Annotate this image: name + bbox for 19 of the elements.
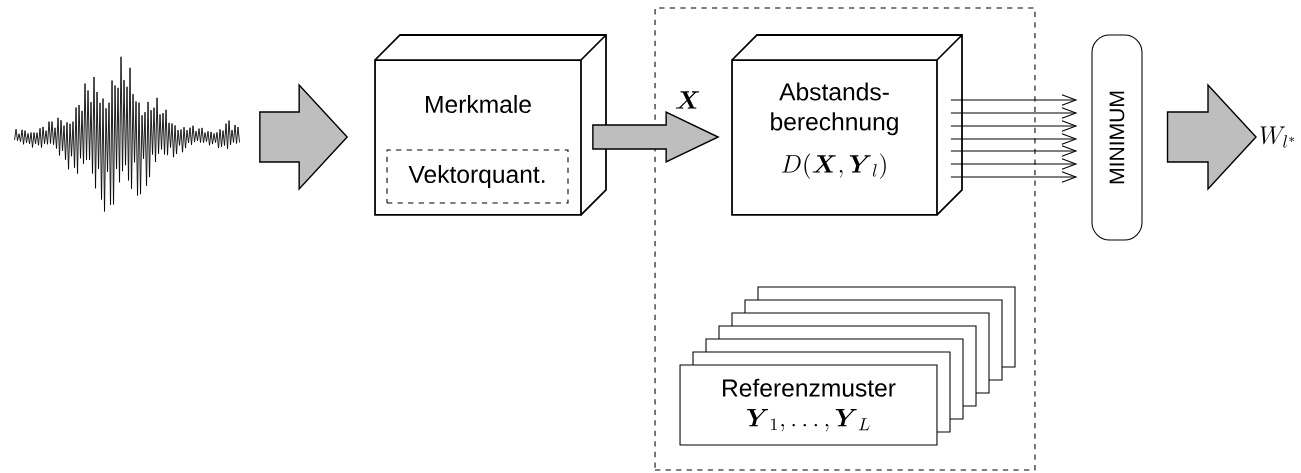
node-label: $\boldsymbol{Y}_1,\ldots,\boldsymbol{Y}_L$ [747,409,870,432]
rounded-box: MINIMUM [1091,34,1143,241]
block-arrow [1166,83,1257,191]
arrow [950,171,1078,183]
dashed-frame [654,7,1036,471]
arrow [950,133,1078,145]
arrow [950,107,1078,119]
arrow [950,120,1078,132]
block-arrow [592,110,720,164]
dashed-box: Vektorquant. [386,149,569,204]
arrow [950,94,1078,106]
waveform-drawing [14,56,240,212]
arrow [950,145,1078,157]
block-arrow [259,83,349,191]
arrow [950,158,1078,170]
output-symbol: $W_{l^*}$ [1260,126,1295,148]
block-box: Abstands- berechnung $D(\boldsymbol{X},\boldsymbol{Y}_l)$ [731,34,963,216]
edge-label: $\boldsymbol{X}$ [676,91,700,109]
card-stack: Referenzmuster $\boldsymbol{Y}_1,\ldots,\boldsymbol{Y}_L$ [679,286,1016,446]
